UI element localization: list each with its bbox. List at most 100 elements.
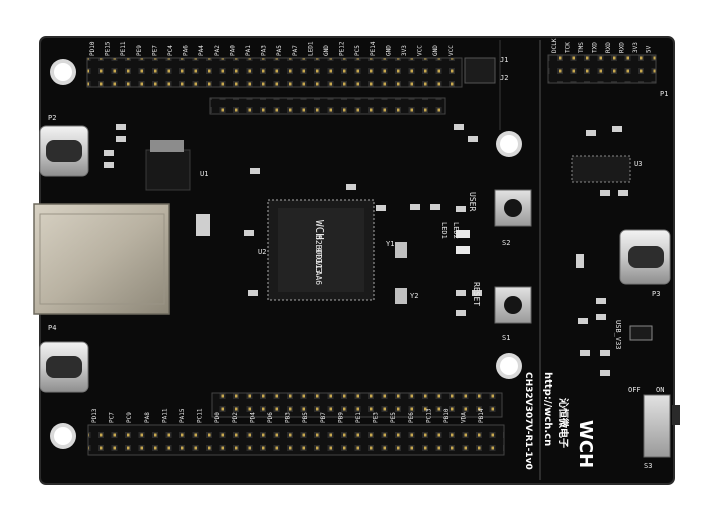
reset-button[interactable] — [494, 286, 532, 324]
pin-label: PD10 — [89, 41, 96, 56]
led2-label: LED2 — [452, 222, 460, 239]
pin-label: PD6 — [267, 412, 274, 423]
usb-c-port-p4 — [39, 341, 89, 393]
pin-label: PA11 — [161, 408, 168, 423]
pin-label: PA0 — [229, 45, 236, 56]
j2-label: J2 — [500, 74, 508, 82]
pin-label: DCLK — [551, 38, 558, 53]
pin-label: PA1 — [245, 45, 252, 56]
pin-label: PE15 — [105, 41, 112, 56]
brand-logo: WCH — [575, 420, 596, 468]
pin-label: PD0 — [214, 412, 221, 423]
pin-label: RXD — [605, 42, 612, 53]
y2-label: Y2 — [410, 292, 418, 300]
pin-label: TXD — [592, 42, 599, 53]
u3-label: U3 — [634, 160, 642, 168]
pin-label: PB10 — [443, 408, 450, 423]
crystal-y2 — [395, 288, 407, 304]
led1-label: LED1 — [440, 222, 448, 239]
pin-label: VCC — [417, 45, 424, 56]
pin-label: PD4 — [249, 412, 256, 423]
pin-label: PA4 — [198, 45, 205, 56]
pin-label: PC5 — [354, 45, 361, 56]
pin-label: PC9 — [126, 412, 133, 423]
pin-label: PE6 — [408, 412, 415, 423]
reset-label: RESET — [472, 282, 481, 306]
s3-label: S3 — [644, 462, 652, 470]
j1-label: J1 — [500, 56, 508, 64]
usb-v33-label: USB_V33 — [614, 320, 622, 350]
smd-components — [104, 124, 628, 376]
usb-v33-jumper[interactable] — [629, 325, 653, 341]
pin-label: PA7 — [292, 45, 299, 56]
pin-label: 5V — [646, 45, 653, 53]
pin-label: PB3 — [285, 412, 292, 423]
on-label: ON — [656, 386, 664, 394]
led-1 — [456, 230, 470, 238]
mcu-line-1: B2B00I13 — [314, 235, 323, 274]
pin-label: PD13 — [91, 408, 98, 423]
pin-label: PC11 — [197, 408, 204, 423]
pin-label: PE5 — [390, 412, 397, 423]
bottom-header-labels: PD13 PC7 PC9 PA8 PA11 PA15 PC11 PD0 PD2 PD4 PD6 PB3… — [91, 408, 485, 423]
pin-label: PA2 — [214, 45, 221, 56]
pin-label: VDA — [461, 412, 468, 423]
pin-label: PB7 — [320, 412, 327, 423]
pin-label: GND — [323, 45, 330, 56]
p2-label: P2 — [48, 114, 56, 122]
voltage-regulator — [145, 140, 191, 191]
s2-label: S2 — [502, 239, 510, 247]
u1-label: U1 — [200, 170, 208, 178]
pin-label: RXD — [619, 42, 626, 53]
user-button[interactable] — [494, 189, 532, 227]
s1-label: S1 — [502, 334, 510, 342]
pin-label: PC4 — [167, 45, 174, 56]
pin-label: PB14 — [478, 408, 485, 423]
pin-label: GND — [432, 45, 439, 56]
power-switch[interactable] — [643, 394, 680, 458]
pin-label: PC7 — [109, 412, 116, 423]
pin-label: PE12 — [339, 41, 346, 56]
mcu-line-2: 9T0 — [314, 248, 323, 263]
u2-label: U2 — [258, 248, 266, 256]
brand-cn-text: 沁恒微电子 — [557, 398, 570, 448]
y1-label: Y1 — [386, 240, 394, 248]
led-2 — [456, 246, 470, 254]
pin-label: PD2 — [232, 412, 239, 423]
usb-c-port-p3 — [619, 229, 671, 285]
off-label: OFF — [628, 386, 641, 394]
user-label: USER — [468, 192, 477, 211]
ethernet-jack — [33, 203, 170, 315]
pin-label: GND — [385, 45, 392, 56]
pin-label: PE3 — [373, 412, 380, 423]
pin-label: PC13 — [425, 408, 432, 423]
pin-label: TCK — [565, 42, 572, 53]
usb-serial-ic — [571, 155, 631, 183]
pin-label: LED1 — [307, 41, 314, 56]
pin-label: PA3 — [261, 45, 268, 56]
p3-label: P3 — [652, 290, 660, 298]
pin-label: PE7 — [151, 45, 158, 56]
crystal-y1 — [395, 242, 407, 258]
pin-label: PA8 — [144, 412, 151, 423]
pin-label: PB5 — [302, 412, 309, 423]
mcu-chip — [267, 199, 375, 301]
pin-label: PE9 — [136, 45, 143, 56]
p4-label: P4 — [48, 324, 56, 332]
pin-label: PA5 — [276, 45, 283, 56]
pin-label: PB9 — [337, 412, 344, 423]
mounting-holes — [50, 59, 522, 449]
pin-label: 3V3 — [401, 45, 408, 56]
pin-label: PA6 — [183, 45, 190, 56]
pin-label: PA15 — [179, 408, 186, 423]
pin-label: PE14 — [370, 41, 377, 56]
pin-label: PE1 — [355, 412, 362, 423]
board-url-text: http://wch.cn — [542, 372, 553, 446]
debug-pin-header — [464, 54, 657, 84]
p1-label: P1 — [660, 90, 668, 98]
board-model-text: CH32V307V-R1-1v0 — [523, 372, 533, 470]
pin-label: 3V3 — [632, 42, 639, 53]
